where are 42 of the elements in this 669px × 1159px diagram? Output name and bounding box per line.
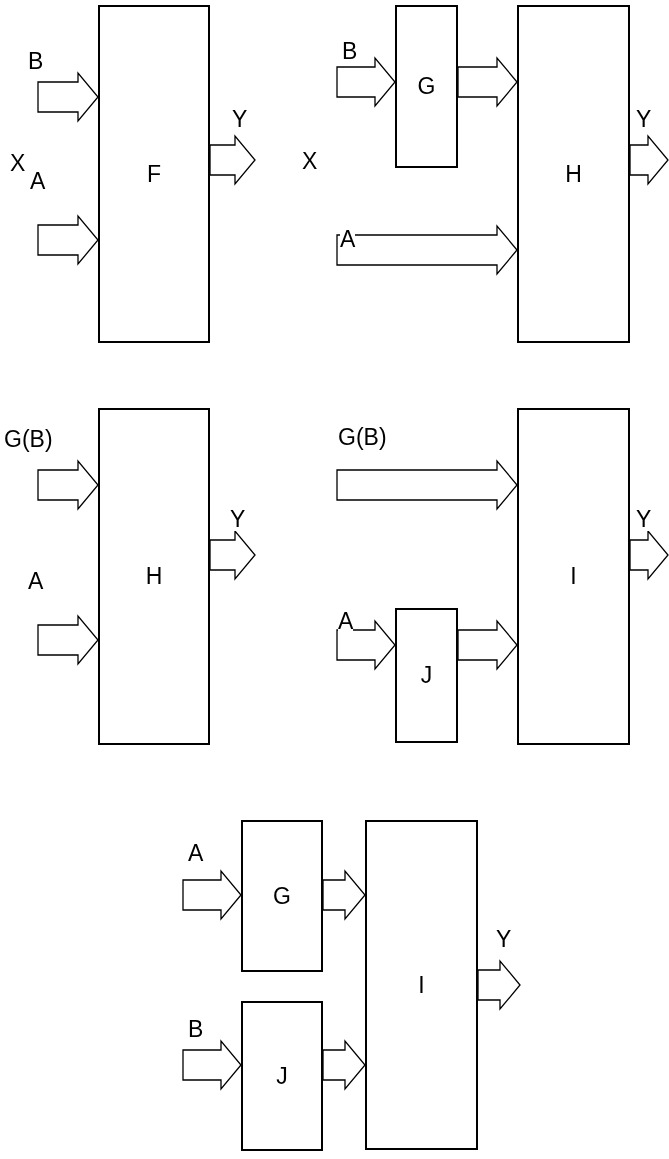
edge-label: Y: [636, 508, 652, 531]
box-label: J: [420, 662, 433, 689]
block-arrow: [629, 134, 669, 186]
block-arrow: [209, 134, 256, 186]
process-box: [517, 408, 630, 745]
box-label: H: [565, 160, 582, 188]
block-arrow: [37, 71, 99, 123]
block-arrow: [182, 869, 242, 921]
block-arrow: [477, 959, 521, 1011]
box-label: F: [146, 160, 162, 188]
edge-label: G(B): [338, 426, 387, 449]
edge-label: Y: [230, 508, 246, 531]
block-arrow: [209, 529, 256, 581]
box-label: G: [273, 882, 291, 910]
process-box: [517, 5, 630, 343]
process-box: [98, 408, 210, 745]
block-arrow: [336, 459, 518, 511]
block-arrow: [37, 459, 99, 511]
box-label: I: [418, 971, 425, 999]
edge-label: G(B): [4, 428, 53, 451]
box-label: J: [276, 1062, 288, 1090]
block-arrow: [322, 869, 366, 921]
block-arrow: [182, 1039, 242, 1091]
box-label: H: [145, 563, 163, 590]
process-box: [98, 5, 210, 343]
block-arrow: [336, 619, 396, 671]
process-box: [395, 608, 458, 743]
process-box: [395, 5, 458, 168]
block-arrow: [629, 529, 669, 581]
box-label: I: [570, 563, 577, 590]
block-arrow: [322, 1039, 366, 1091]
block-arrow: [336, 224, 518, 276]
block-arrow: [37, 214, 99, 266]
box-label: G: [417, 73, 436, 100]
block-arrow: [336, 56, 396, 108]
process-box: [365, 820, 478, 1150]
block-arrow: [457, 619, 518, 671]
process-box: [241, 820, 323, 972]
block-arrow: [37, 614, 99, 666]
process-box: [241, 1001, 323, 1151]
block-arrow: [457, 56, 518, 108]
edge-label: A: [338, 610, 354, 633]
